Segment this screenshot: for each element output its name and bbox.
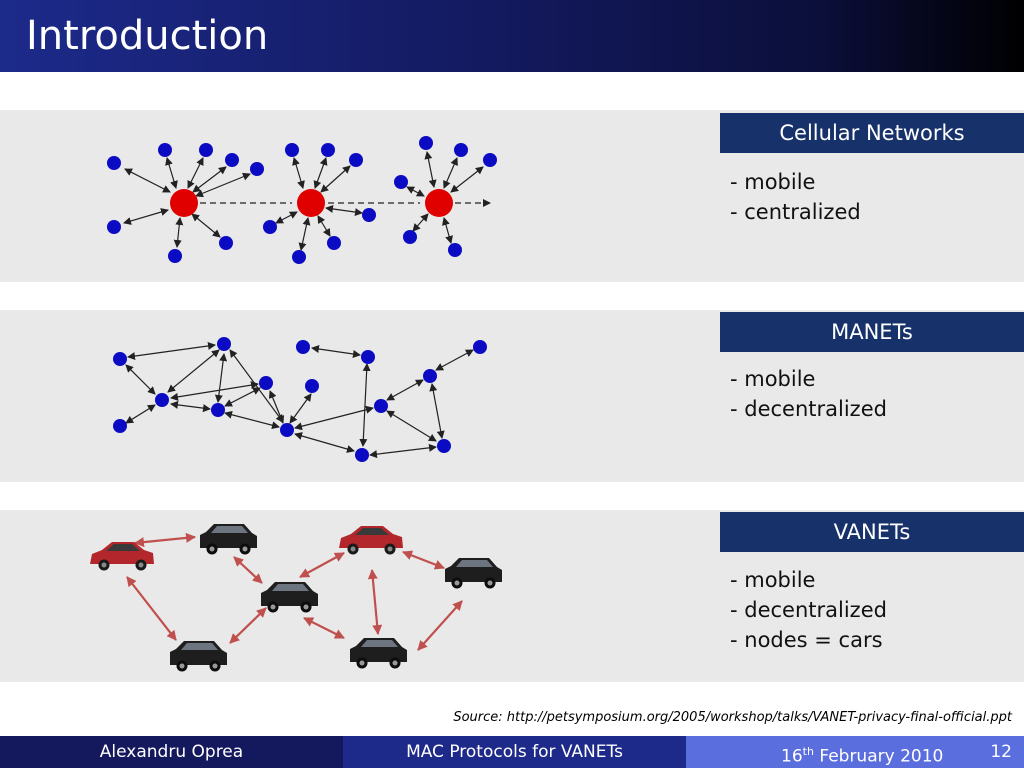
vanets-section: VANETs - mobile - decentralized - nodes … [0,510,1024,682]
date-suffix: th [802,745,814,758]
bullet-line: - nodes = cars [730,628,883,652]
manets-section: MANETs - mobile - decentralized [0,310,1024,482]
footer: Alexandru Oprea MAC Protocols for VANETs… [0,736,1024,768]
manet-network-diagram [113,337,487,462]
footer-right: 16th February 2010 12 [686,736,1024,768]
section-heading-vanets: VANETs [720,512,1024,552]
bullet-line: - mobile [730,367,816,391]
section-lines-manets: - mobile - decentralized [730,364,887,424]
date-day: 16 [781,746,803,767]
section-lines-cellular: - mobile - centralized [730,167,861,227]
section-lines-vanets: - mobile - decentralized - nodes = cars [730,565,887,655]
date-rest: February 2010 [813,746,944,767]
page-number: 12 [990,742,1012,762]
footer-presentation-title: MAC Protocols for VANETs [343,736,686,768]
section-heading-cellular: Cellular Networks [720,113,1024,153]
bullet-line: - decentralized [730,598,887,622]
vanet-car-diagram [90,524,502,672]
title-bar: Introduction [0,0,1024,72]
section-heading-manets: MANETs [720,312,1024,352]
cellular-section: Cellular Networks - mobile - centralized [0,110,1024,282]
slide-title: Introduction [26,13,269,59]
bullet-line: - centralized [730,200,861,224]
source-citation: Source: http://petsymposium.org/2005/wor… [453,710,1012,725]
bullet-line: - mobile [730,568,816,592]
footer-date: 16th February 2010 [781,736,943,773]
bullet-line: - mobile [730,170,816,194]
footer-author: Alexandru Oprea [0,736,343,768]
bullet-line: - decentralized [730,397,887,421]
cellular-network-diagram [107,136,497,264]
